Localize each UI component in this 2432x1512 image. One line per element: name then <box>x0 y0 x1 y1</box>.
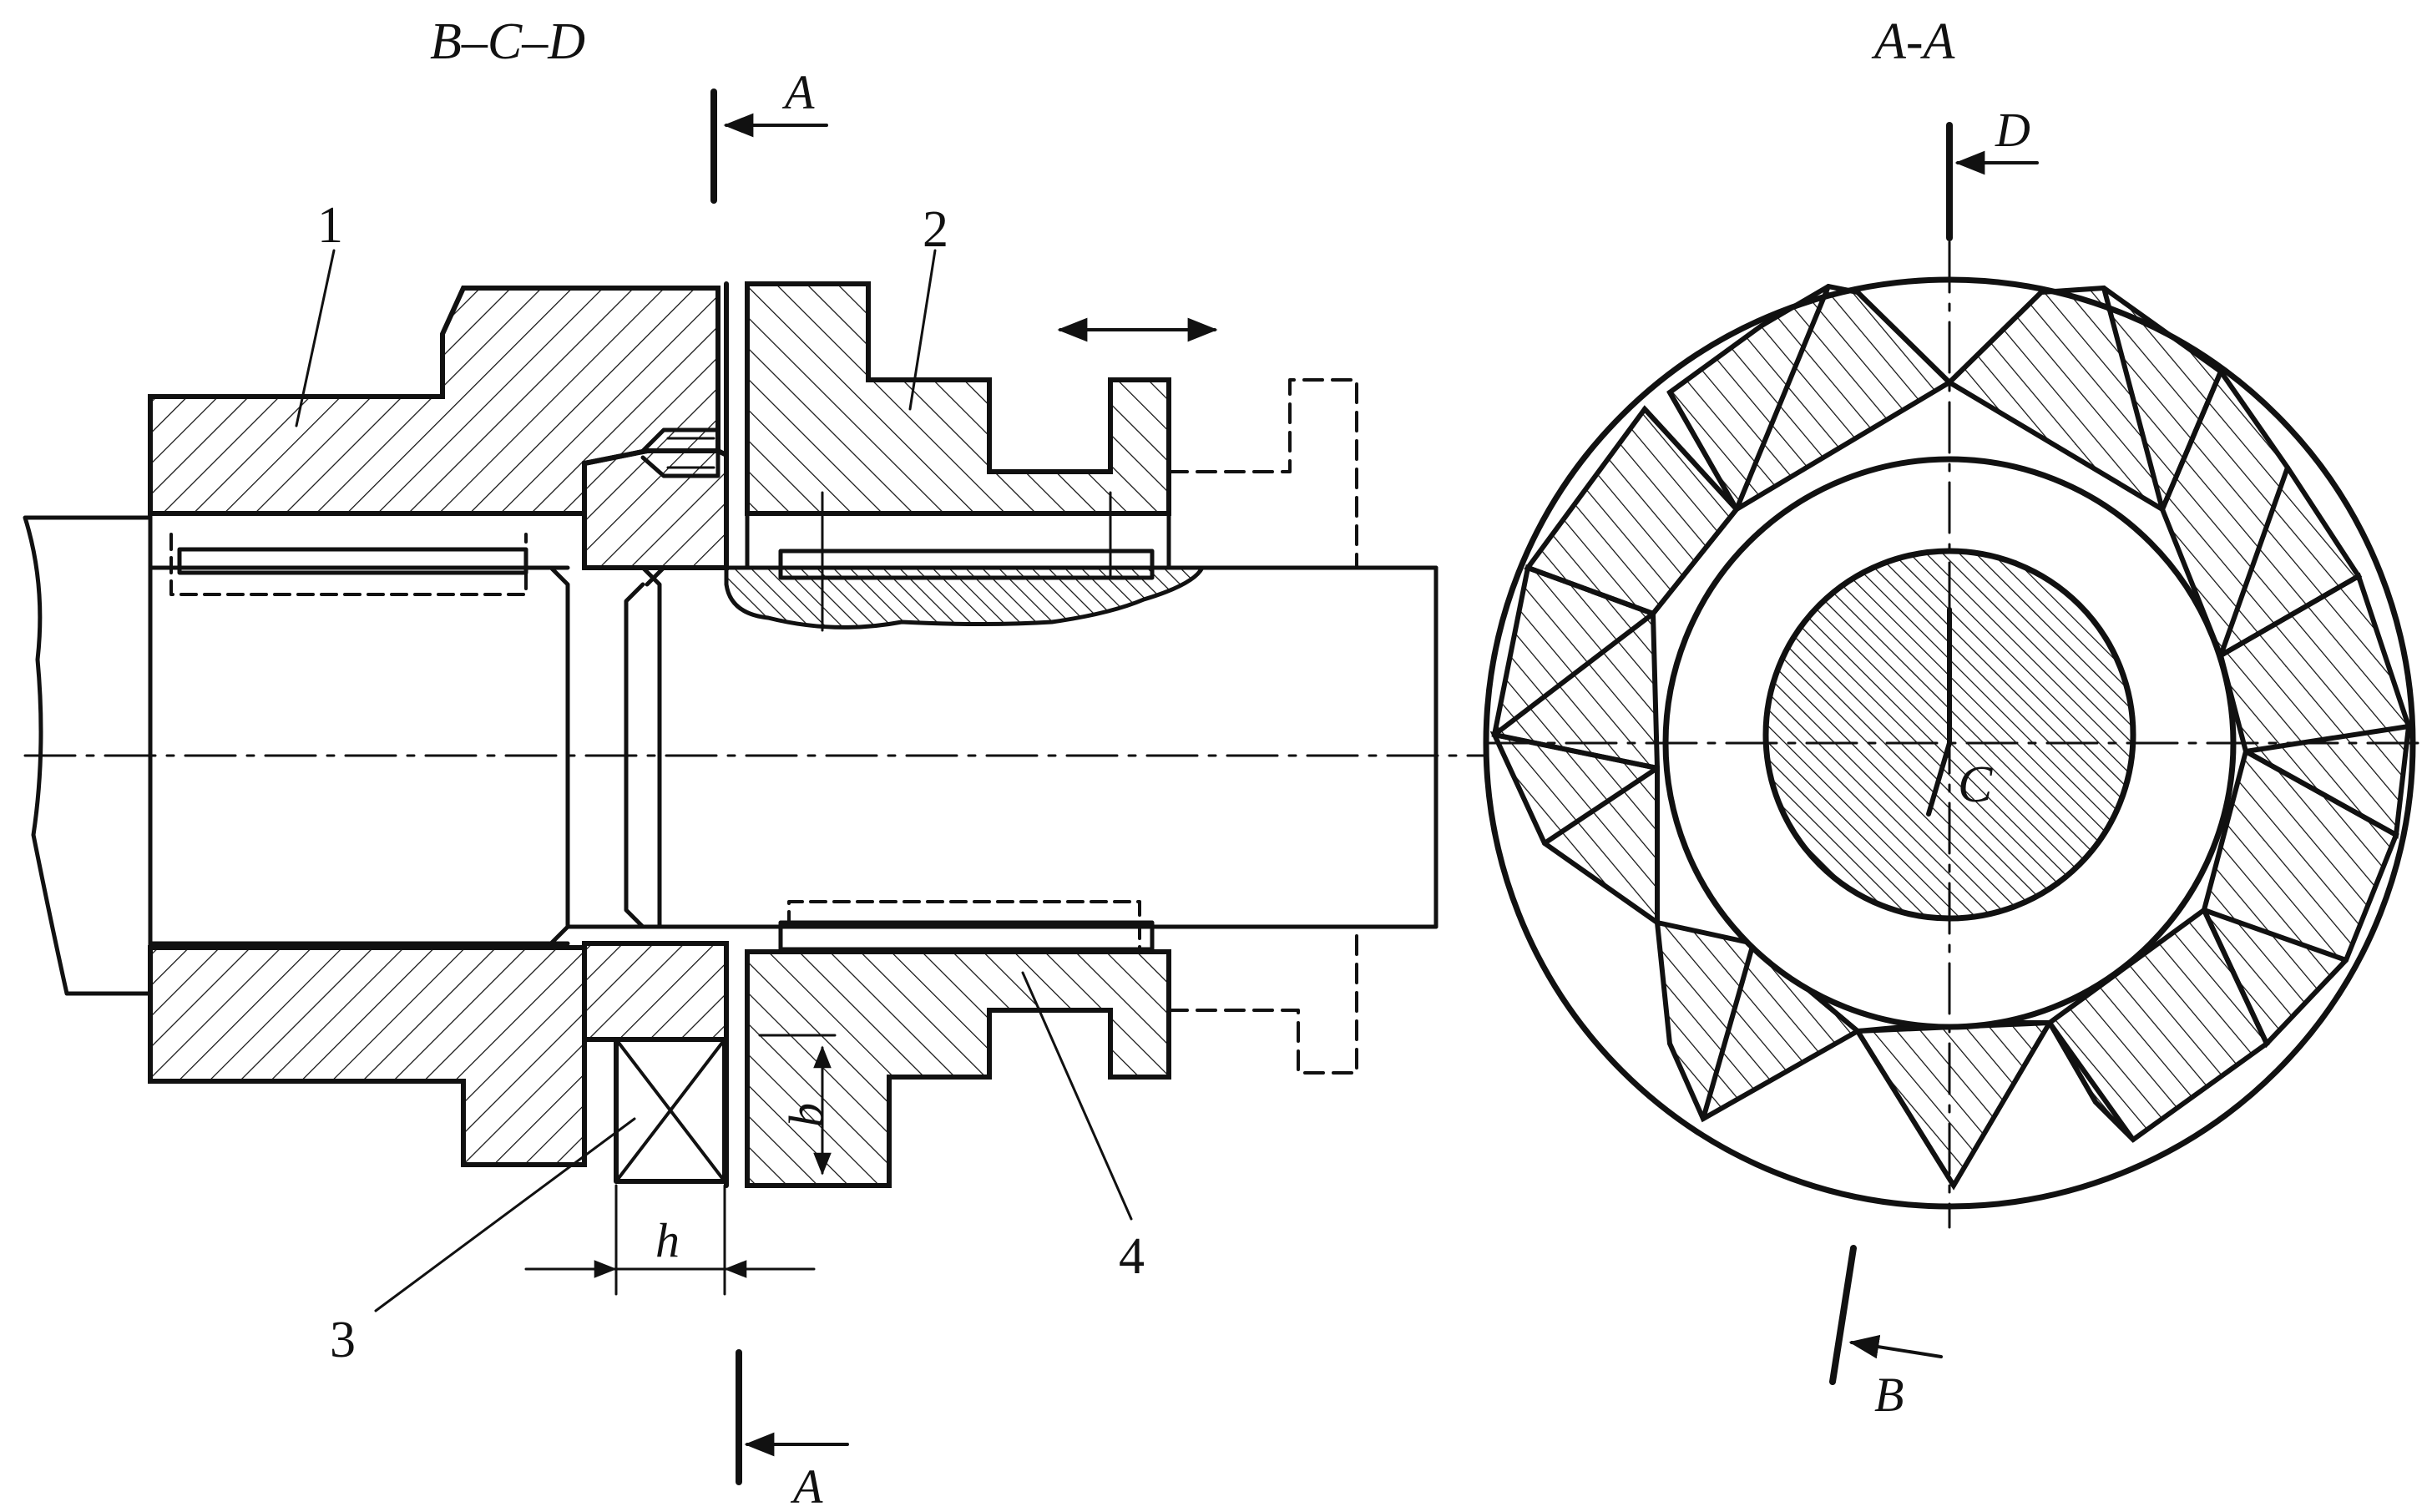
left-view-title: B–C–D <box>430 13 585 70</box>
section-d-cut: D <box>1946 103 2039 241</box>
dimension-label-b: b <box>779 1103 833 1127</box>
left-section-view: A A h b 1 2 3 4 B–C–D <box>23 13 1488 1512</box>
section-a-cut-top: A <box>710 65 828 204</box>
section-label-b: B <box>1874 1368 1904 1422</box>
hub-part-1 <box>148 286 720 1167</box>
right-view-title: A-A <box>1871 13 1956 70</box>
hub-part-2 <box>724 281 1206 1188</box>
section-label-c: C <box>1958 756 1993 813</box>
ring-bottom-section <box>582 941 729 1042</box>
left-shaft <box>23 515 153 996</box>
centering-ring <box>582 427 729 1042</box>
section-label-a-bottom: A <box>790 1459 823 1512</box>
right-section-view: C D B A-A <box>1483 13 2423 1422</box>
section-b-cut: B <box>1829 1245 1943 1422</box>
phantom-mating-part <box>1167 378 1358 569</box>
section-label-d: D <box>1995 103 2030 157</box>
key-hub-2-top <box>778 549 1155 580</box>
part-number-1: 1 <box>317 197 343 254</box>
section-label-a-top: A <box>781 65 815 119</box>
part-number-4: 4 <box>1119 1228 1145 1285</box>
dimension-b: b <box>758 1034 837 1176</box>
dimension-label-h: h <box>655 1213 680 1267</box>
hub-2-bottom-section <box>745 949 1171 1188</box>
hub-2-sleeve <box>724 565 1206 630</box>
element-part-3 <box>582 1037 727 1184</box>
hub-2-top-section <box>745 281 1171 516</box>
ring-teeth <box>1489 283 2412 1191</box>
part-number-2: 2 <box>923 201 948 258</box>
key-hub-2-bottom <box>778 920 1155 952</box>
hub-1-bottom-section <box>148 945 587 1167</box>
right-shaft <box>565 565 1438 929</box>
part-number-3: 3 <box>330 1312 356 1368</box>
dimension-h: h <box>524 1184 816 1296</box>
section-a-cut-bottom: A <box>736 1349 849 1512</box>
